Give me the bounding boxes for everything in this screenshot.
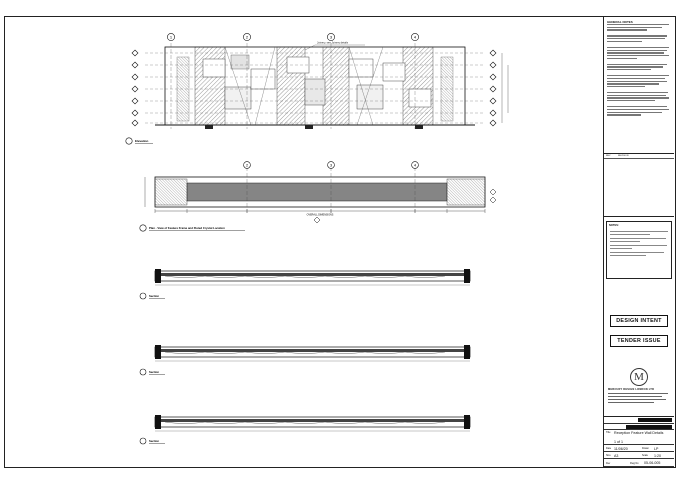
svg-text:2: 2 xyxy=(246,163,248,167)
plan-gridline-3-icon: 4 xyxy=(411,161,419,169)
section-1-bubble-icon xyxy=(139,292,147,300)
general-notes-heading: GENERAL NOTES xyxy=(607,20,633,24)
drawing-area: 1 2 3 4 Joinery, see Joinery details Ele… xyxy=(125,33,509,445)
revision-column-header: REVISION xyxy=(618,154,629,157)
svg-text:4: 4 xyxy=(414,34,417,39)
plan-caption: Plan - View of Feature Frame and Fluted … xyxy=(149,226,225,230)
elevation-gridline-2-icon: 2 xyxy=(243,33,251,41)
section-2-caption: Section xyxy=(149,370,159,374)
plan-gridline-1-icon: 2 xyxy=(243,161,251,169)
joinery-leader-label: Joinery, see Joinery details xyxy=(317,41,349,45)
issue-date: 11/06/20 xyxy=(614,446,628,451)
company-name: MERCURY DESIGN LONDON LTD xyxy=(608,388,655,391)
notes-box: NOTES: xyxy=(606,221,672,279)
general-notes-lines xyxy=(607,24,671,150)
drawn-label: Drawn xyxy=(642,447,649,450)
section-1-caption: Section xyxy=(149,294,159,298)
section-view-1: Section xyxy=(139,269,471,300)
elevation-gridline-1-icon: 1 xyxy=(167,33,175,41)
design-intent-stamp: DESIGN INTENT xyxy=(610,315,668,327)
level-markers-right xyxy=(489,49,497,127)
sheet-number: 1 of 1 xyxy=(614,439,623,444)
level-markers-left xyxy=(131,49,139,127)
svg-text:2: 2 xyxy=(246,34,249,39)
notes-box-heading: NOTES: xyxy=(609,224,619,227)
drawing-sheet: 1 2 3 4 Joinery, see Joinery details Ele… xyxy=(4,16,676,468)
svg-text:4: 4 xyxy=(414,163,416,167)
section-view-2: Section xyxy=(139,345,471,376)
title-block: GENERAL NOTES REV REVISION NOTES: DESIGN… xyxy=(603,17,675,467)
section-2-bubble-icon xyxy=(139,368,147,376)
rev-column-header: REV xyxy=(606,154,611,157)
date-label: Date xyxy=(606,447,612,450)
svg-text:3: 3 xyxy=(330,163,332,167)
elevation-caption-bubble-icon xyxy=(125,137,133,145)
plan-view: 2 3 4 OVERALL DIMENSIONS Plan - View of … xyxy=(139,161,497,232)
drawing-title: Reception Feature Wall Details xyxy=(614,431,664,435)
elevation-gridline-4-icon: 4 xyxy=(411,33,419,41)
section-3-bubble-icon xyxy=(139,437,147,445)
plan-gridline-2-icon: 3 xyxy=(327,161,335,169)
company-logo-icon: M xyxy=(630,368,648,386)
svg-text:1: 1 xyxy=(170,34,173,39)
size-label: Size xyxy=(606,454,611,457)
svg-text:3: 3 xyxy=(330,34,333,39)
elevation-caption: Elevation xyxy=(135,139,149,143)
dwg-no-label: Dwg No xyxy=(630,461,639,465)
plan-caption-bubble-icon xyxy=(139,224,147,232)
drawn-by: LP xyxy=(654,446,659,451)
drawing-scale: 1:20 xyxy=(654,453,661,458)
revision-table: REV REVISION xyxy=(604,153,674,217)
elevation-view: 1 2 3 4 Joinery, see Joinery details Ele… xyxy=(125,33,509,145)
drawing-number: 05-06-005 xyxy=(644,461,661,465)
elevation-gridline-3-icon: 3 xyxy=(327,33,335,41)
sheet-size: A3 xyxy=(614,453,619,458)
title-label: Title xyxy=(606,431,611,434)
scale-label: Scale xyxy=(642,454,648,457)
section-3-caption: Section xyxy=(149,439,159,443)
rev-label: Rev xyxy=(606,461,611,465)
title-block-grid: Title Reception Feature Wall Details 1 o… xyxy=(604,416,674,468)
tender-issue-stamp: TENDER ISSUE xyxy=(610,335,668,347)
section-view-3: Section xyxy=(139,415,471,445)
plan-dimension-label: OVERALL DIMENSIONS xyxy=(307,214,334,217)
